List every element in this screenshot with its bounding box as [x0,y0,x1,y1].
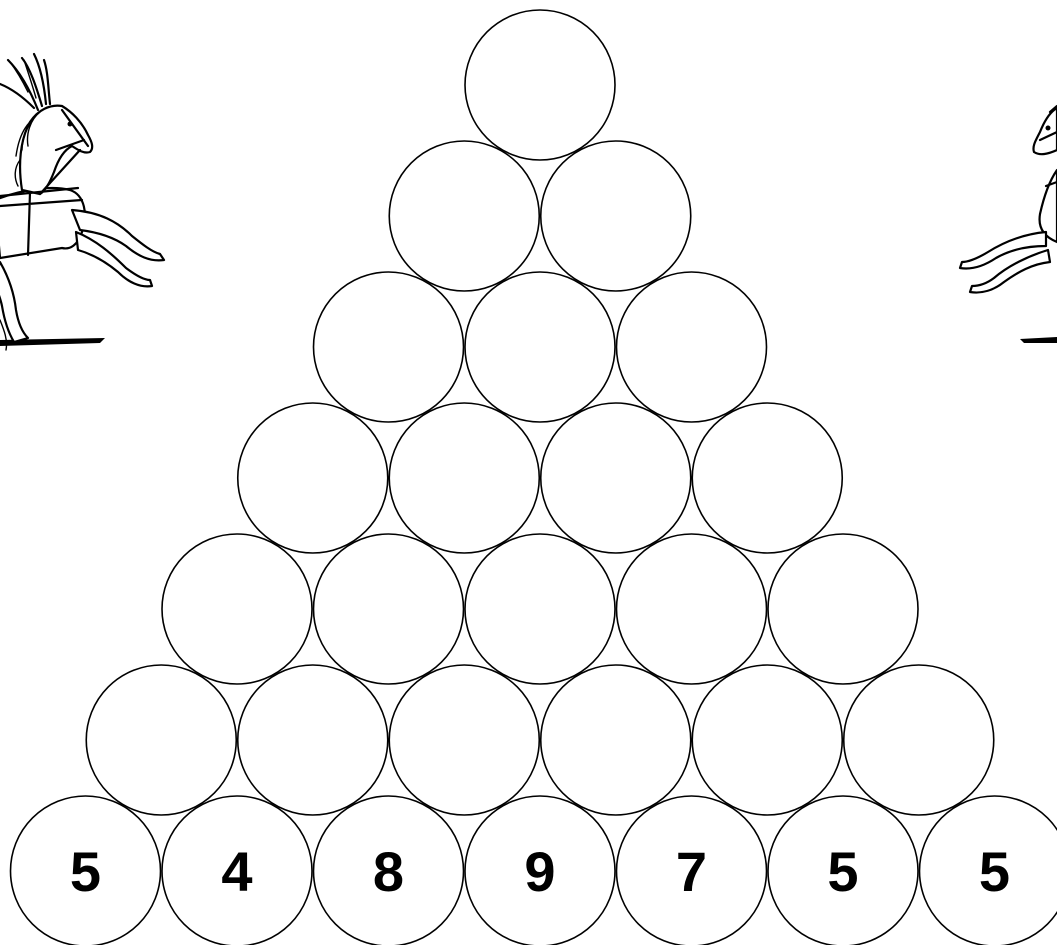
pyramid-cell-r6-c6[interactable] [844,665,994,815]
right-horse-illustration [960,106,1057,343]
pyramid-cell-r4-c2[interactable] [389,403,539,553]
pyramid-cell-r2-c2[interactable] [541,141,691,291]
pyramid-cell-r3-c2[interactable] [465,272,615,422]
pyramid-cell-r2-c1[interactable] [389,141,539,291]
pyramid-cells: 5 4 8 9 7 5 5 [11,10,1057,945]
base-number-6: 5 [827,840,858,903]
base-number-4: 9 [524,840,555,903]
left-horse-illustration [0,54,164,350]
pyramid-cell-r4-c3[interactable] [541,403,691,553]
pyramid-cell-r4-c4[interactable] [692,403,842,553]
base-number-3: 8 [373,840,404,903]
pyramid-cell-r6-c3[interactable] [389,665,539,815]
pyramid-cell-r6-c1[interactable] [86,665,236,815]
pyramid-cell-r3-c3[interactable] [617,272,767,422]
pyramid-cell-r3-c1[interactable] [314,272,464,422]
pyramid-cell-r6-c4[interactable] [541,665,691,815]
pyramid-cell-r5-c3[interactable] [465,534,615,684]
base-number-2: 4 [221,840,252,903]
pyramid-cell-r4-c1[interactable] [238,403,388,553]
base-number-1: 5 [70,840,101,903]
pyramid-cell-r6-c2[interactable] [238,665,388,815]
base-number-5: 7 [676,840,707,903]
pyramid-cell-r5-c5[interactable] [768,534,918,684]
pyramid-cell-r5-c2[interactable] [314,534,464,684]
base-number-7: 5 [979,840,1010,903]
pyramid-cell-r5-c4[interactable] [617,534,767,684]
pyramid-cell-r1-c1[interactable] [465,10,615,160]
pyramid-cell-r6-c5[interactable] [692,665,842,815]
pyramid-cell-r5-c1[interactable] [162,534,312,684]
